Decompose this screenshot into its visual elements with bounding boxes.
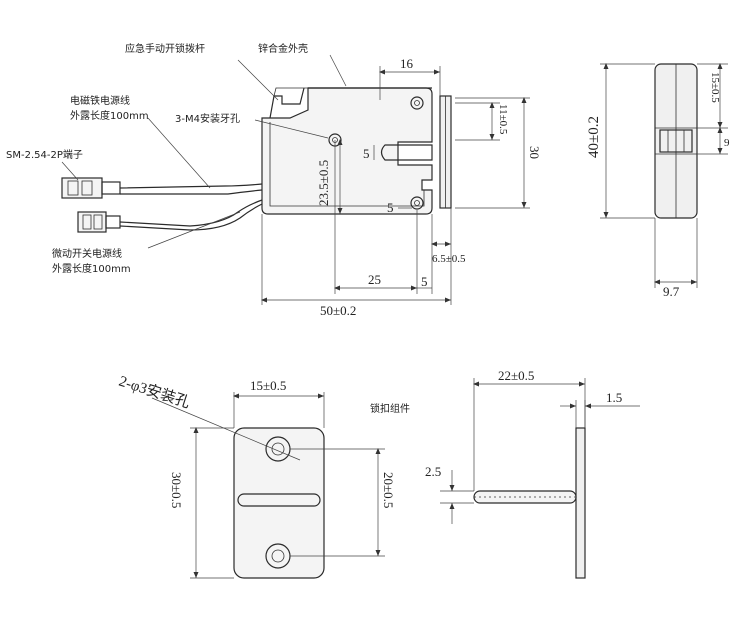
dim-30: 30 [527, 146, 542, 159]
label-plate-holes: 2-φ3安装孔 [117, 373, 192, 412]
dim-plate-20: 20±0.5 [381, 472, 396, 508]
dim-23-5: 23.5±0.5 [316, 160, 331, 206]
dim-5-a: 5 [363, 146, 370, 161]
front-dimensions [261, 66, 530, 305]
lock-front-view [61, 87, 452, 233]
label-zinc-shell: 锌合金外壳 [258, 42, 308, 55]
label-manual-lever: 应急手动开锁拨杆 [125, 42, 205, 55]
dim-9: 9 [724, 137, 730, 149]
strike-plate-side [440, 378, 640, 579]
label-em-wire-2: 外露长度100mm [70, 109, 149, 122]
mount-hole-top [410, 96, 424, 110]
label-micro-wire-2: 外露长度100mm [52, 262, 131, 275]
dim-plate-15: 15±0.5 [250, 378, 286, 393]
dim-plate-2-5: 2.5 [425, 464, 441, 479]
label-micro-wire-1: 微动开关电源线 [52, 247, 122, 260]
strike-plate-front [151, 392, 385, 579]
label-em-wire-1: 电磁铁电源线 [70, 94, 130, 107]
dim-plate-1-5: 1.5 [606, 390, 622, 405]
front-leaders [61, 54, 347, 249]
dim-25: 25 [368, 272, 381, 287]
lock-side-view [600, 63, 728, 288]
label-mount-hole: 3-M4安装牙孔 [175, 112, 240, 125]
dim-50: 50±0.2 [320, 303, 356, 318]
dim-40: 40±0.2 [586, 116, 602, 158]
dim-9-7: 9.7 [663, 284, 680, 299]
dim-11: 11±0.5 [497, 104, 509, 135]
label-connector: SM-2.54-2P端子 [6, 148, 83, 161]
dim-plate-22: 22±0.5 [498, 368, 534, 383]
plate-slot [237, 493, 321, 507]
dim-6-5: 6.5±0.5 [432, 253, 466, 265]
dim-5-c: 5 [421, 274, 428, 289]
dim-15-side: 15±0.5 [709, 72, 721, 103]
connector-bottom [77, 211, 121, 233]
connector-top [61, 177, 121, 199]
dim-5-b: 5 [387, 200, 394, 215]
mount-hole-bottom [410, 196, 424, 210]
label-lock-assembly: 锁扣组件 [370, 402, 410, 415]
dim-plate-30: 30±0.5 [169, 472, 184, 508]
dim-16: 16 [400, 56, 414, 71]
